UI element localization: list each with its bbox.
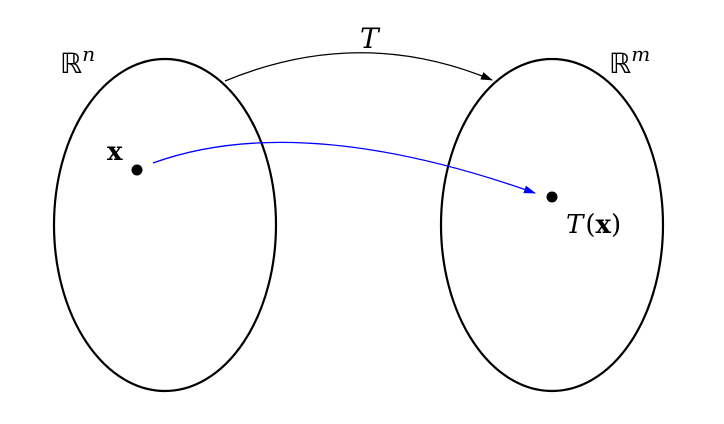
image-label: T(x): [566, 210, 621, 240]
domain-label: ℝn: [60, 42, 95, 80]
point-label: x: [107, 137, 123, 167]
codomain-label: ℝm: [609, 42, 650, 80]
point-map-arrow: [152, 141, 536, 194]
map-label: T: [360, 22, 381, 55]
map-arrow: [224, 52, 493, 82]
image-point: [546, 191, 558, 203]
codomain-set: [439, 57, 665, 393]
domain-set: [52, 57, 278, 393]
point-x: [131, 164, 143, 176]
